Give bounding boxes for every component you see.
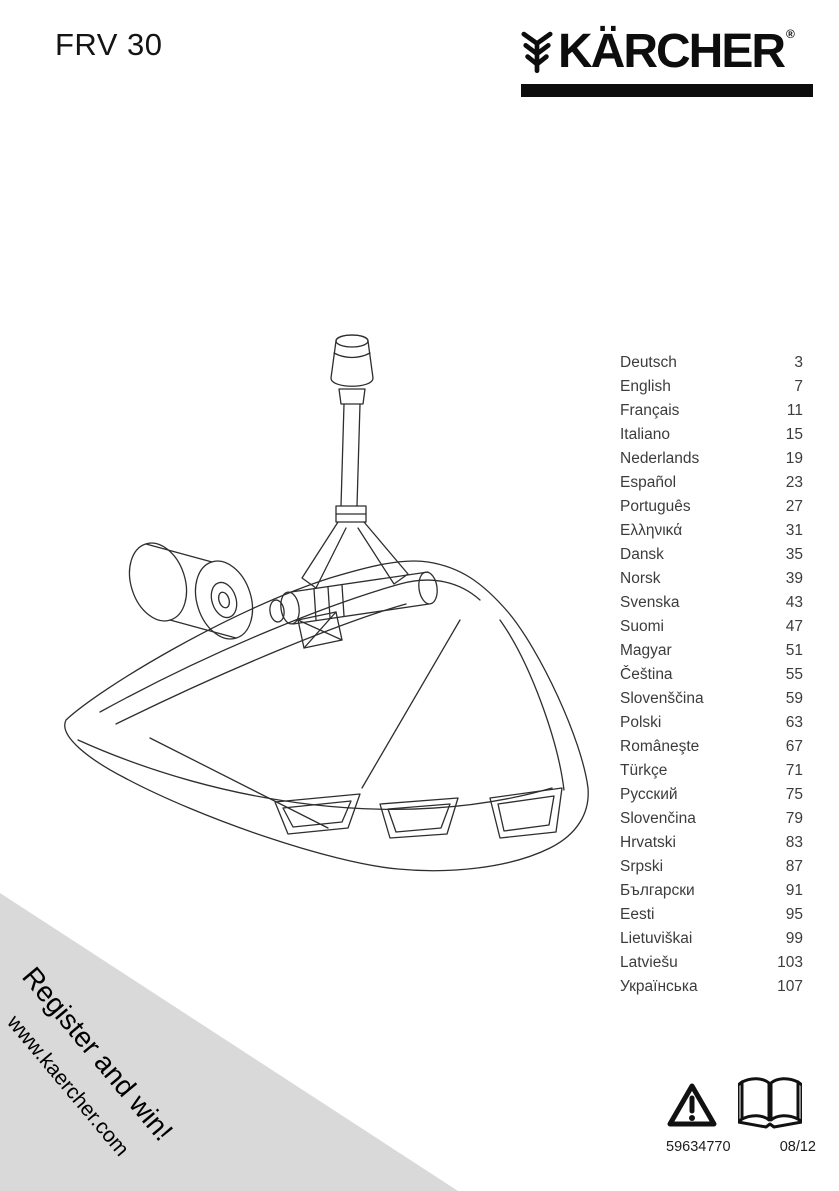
toc-row: Dansk 35 [620,546,803,570]
toc-page-number: 63 [785,714,803,731]
toc-language: Suomi [620,618,664,635]
toc-page-number: 51 [785,642,803,659]
toc-page-number: 95 [785,906,803,923]
toc-row: Türkçe 71 [620,762,803,786]
toc-row: Lietuviškai 99 [620,930,803,954]
toc-row: Svenska 43 [620,594,803,618]
toc-page-number: 99 [785,930,803,947]
toc-language: Português [620,498,691,515]
toc-page-number: 11 [786,402,803,419]
toc-row: Français 11 [620,402,803,426]
toc-language: Čeština [620,666,673,683]
toc-row: Srpski 87 [620,858,803,882]
toc-page-number: 67 [785,738,803,755]
toc-row: Ελληνικά 31 [620,522,803,546]
kaercher-crest-icon [521,31,553,74]
toc-page-number: 3 [794,354,803,371]
toc-row: Suomi 47 [620,618,803,642]
toc-page-number: 79 [785,810,803,827]
toc-row: Українська 107 [620,978,803,1002]
brand-logo: KÄRCHER ® [521,28,813,97]
toc-page-number: 87 [785,858,803,875]
registered-trademark: ® [786,27,795,41]
toc-page-number: 31 [785,522,803,539]
product-illustration [64,334,589,872]
toc-row: Româneşte 67 [620,738,803,762]
toc-row: Norsk 39 [620,570,803,594]
toc-page-number: 103 [777,954,803,971]
toc-page-number: 27 [785,498,803,515]
toc-row: Eesti 95 [620,906,803,930]
toc-page-number: 47 [785,618,803,635]
toc-page-number: 71 [785,762,803,779]
toc-language: Français [620,402,680,419]
toc-language: Srpski [620,858,664,875]
toc-row: Polski 63 [620,714,803,738]
toc-language: Hrvatski [620,834,676,851]
toc-row: English 7 [620,378,803,402]
toc-row: Español 23 [620,474,803,498]
toc-page-number: 19 [785,450,803,467]
brand-name: KÄRCHER [558,25,786,78]
toc-language: Български [620,882,695,899]
toc-language: Eesti [620,906,655,923]
toc-page-number: 39 [785,570,803,587]
model-title: FRV 30 [55,27,163,62]
toc-language: Norsk [620,570,661,587]
brand-underline-bar [521,84,813,97]
warning-triangle-icon [667,1083,717,1127]
toc-page-number: 59 [785,690,803,707]
toc-row: Русский 75 [620,786,803,810]
toc-language: Româneşte [620,738,700,755]
open-book-icon [738,1077,802,1129]
toc-page-number: 15 [785,426,803,443]
toc-row: Magyar 51 [620,642,803,666]
toc-language: Ελληνικά [620,522,683,539]
toc-language: English [620,378,671,395]
toc-page-number: 23 [785,474,803,491]
footer-block: 59634770 08/12 [666,1074,816,1155]
toc-row: Hrvatski 83 [620,834,803,858]
toc-row: Čeština 55 [620,666,803,690]
toc-page-number: 7 [794,378,803,395]
toc-page-number: 83 [785,834,803,851]
revision-code: 08/12 [779,1139,816,1155]
toc-page-number: 91 [785,882,803,899]
toc-language: Deutsch [620,354,677,371]
toc-language: Svenska [620,594,680,611]
toc-language: Latviešu [620,954,678,971]
toc-row: Português 27 [620,498,803,522]
toc-language: Italiano [620,426,670,443]
toc-page-number: 43 [785,594,803,611]
toc-language: Español [620,474,677,491]
toc-row: Slovenščina 59 [620,690,803,714]
toc-language: Türkçe [620,762,668,779]
toc-language: Lietuviškai [620,930,693,947]
toc-row: Deutsch 3 [620,354,803,378]
toc-language: Polski [620,714,662,731]
part-number: 59634770 [666,1139,731,1155]
toc-language: Slovenčina [620,810,696,827]
toc-language: Magyar [620,642,672,659]
toc-row: Slovenčina 79 [620,810,803,834]
toc-language: Nederlands [620,450,700,467]
toc-row: Български 91 [620,882,803,906]
toc-language: Українська [620,978,698,995]
toc-row: Italiano 15 [620,426,803,450]
toc-row: Latviešu 103 [620,954,803,978]
toc-page-number: 107 [777,978,803,995]
toc-page-number: 35 [785,546,803,563]
toc-row: Nederlands 19 [620,450,803,474]
toc-page-number: 55 [785,666,803,683]
toc-page-number: 75 [785,786,803,803]
toc-language: Русский [620,786,678,803]
toc-language: Slovenščina [620,690,704,707]
promo-banner: Register and win! www.kaercher.com [0,893,458,1191]
toc-language: Dansk [620,546,664,563]
